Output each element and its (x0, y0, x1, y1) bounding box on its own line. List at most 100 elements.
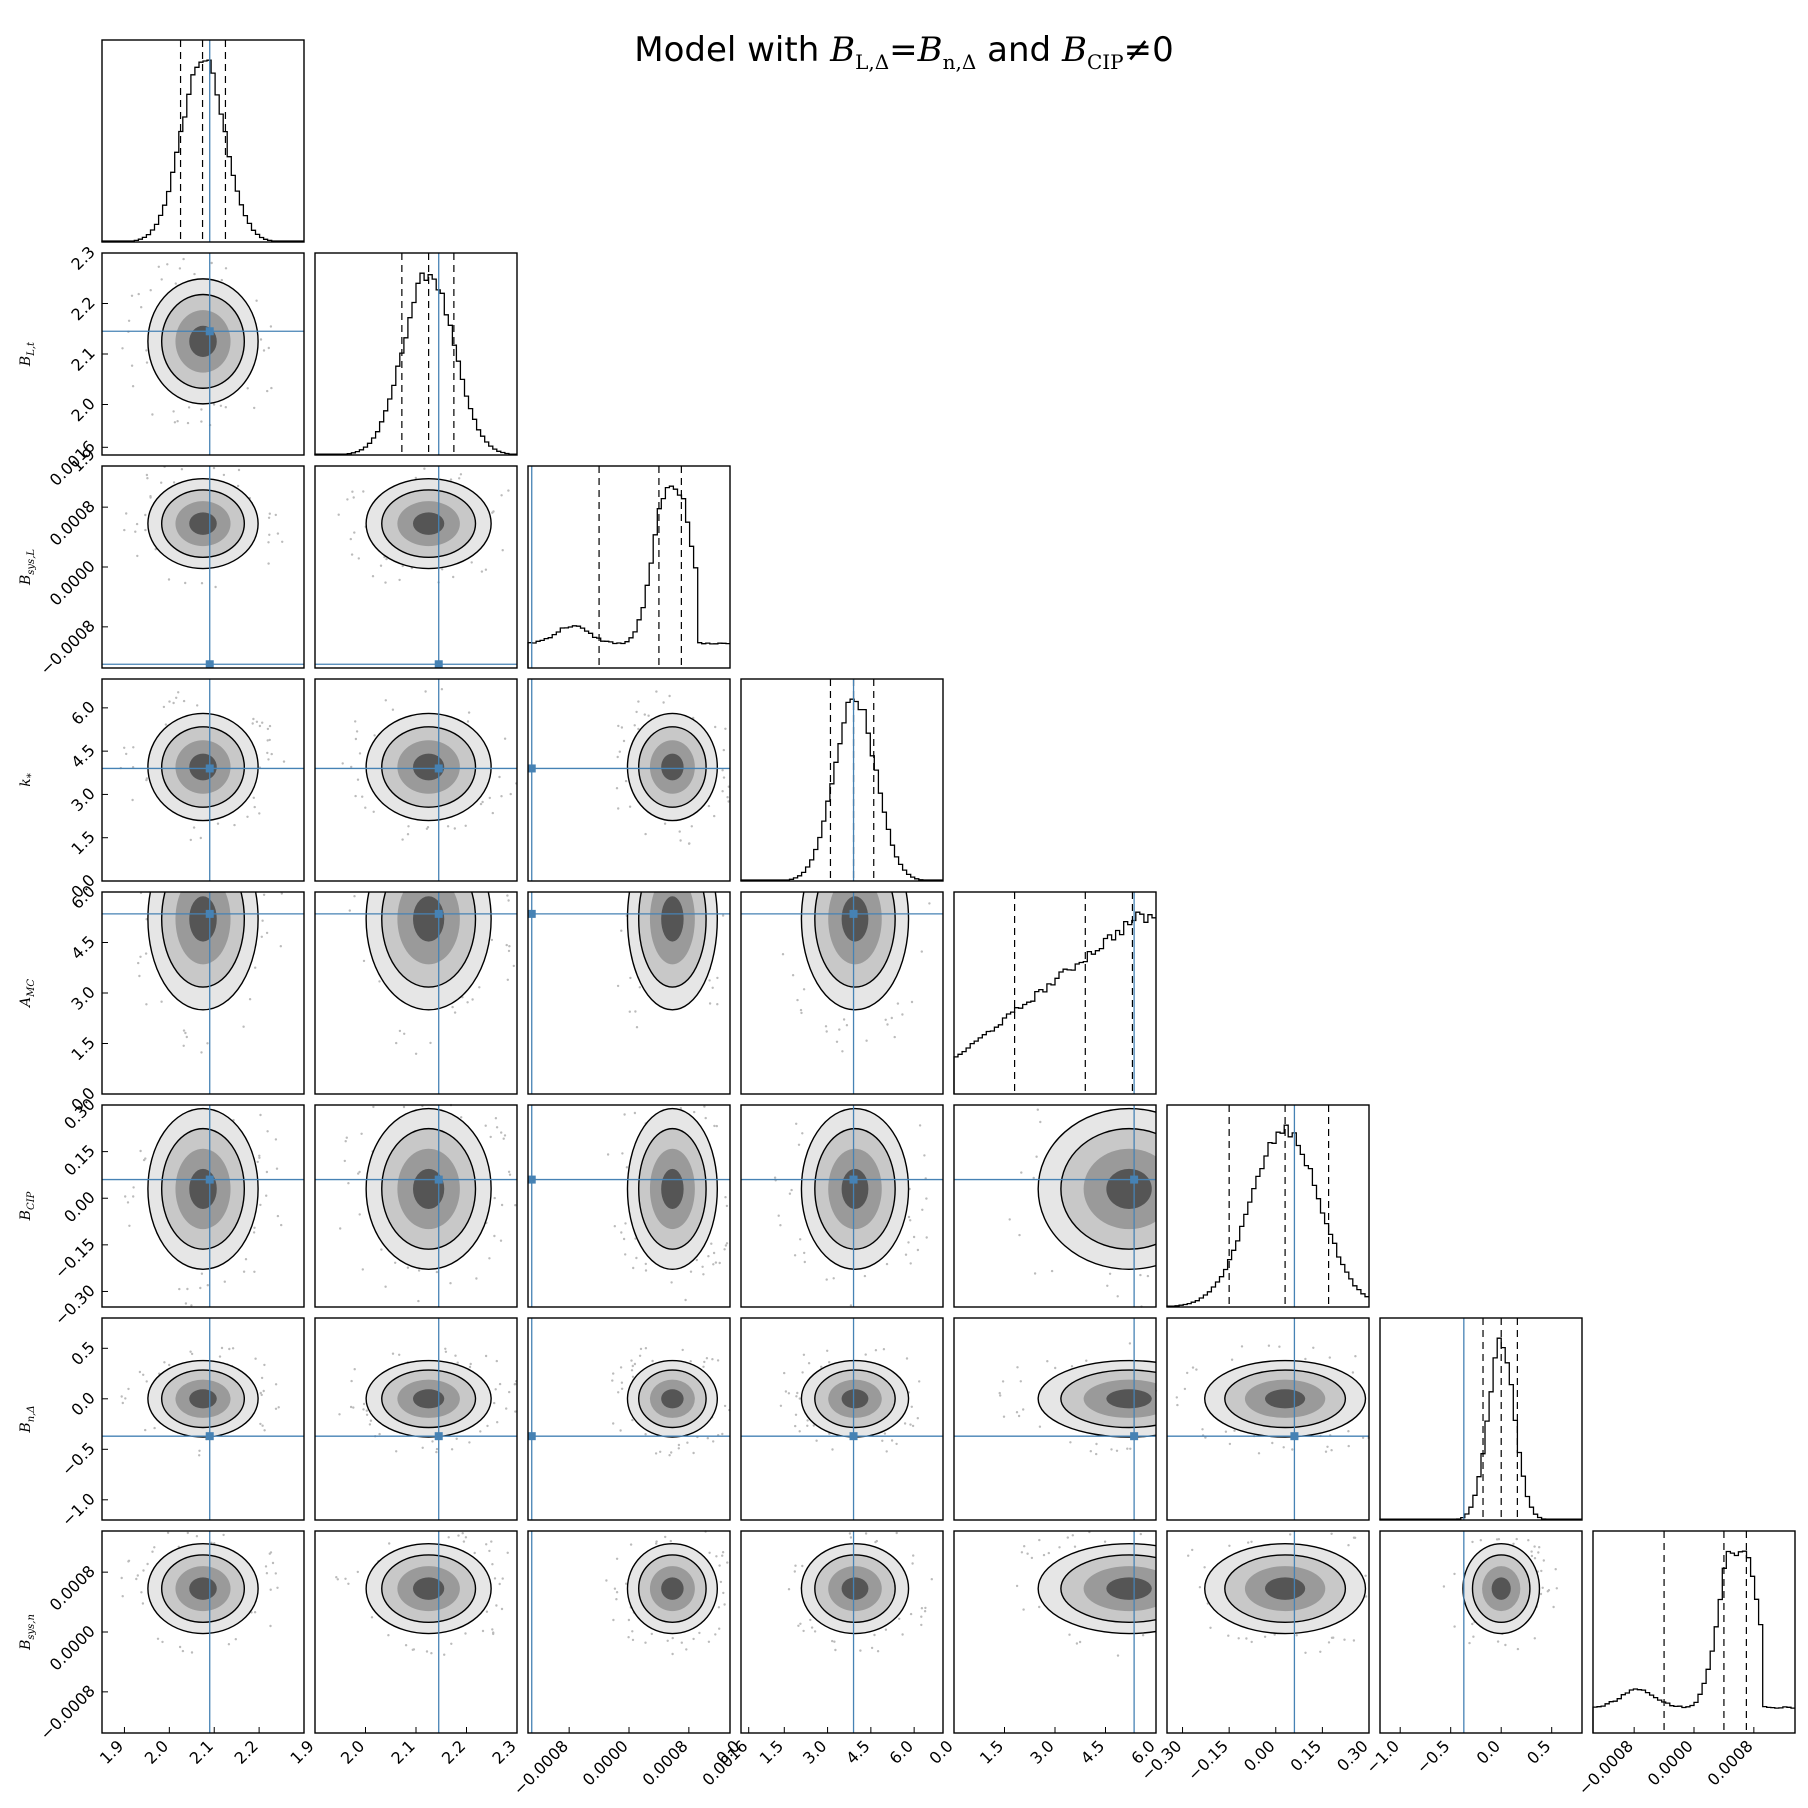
panel-frame (527, 465, 731, 669)
sample-point (222, 473, 226, 477)
density-7-6 (1462, 1542, 1541, 1635)
sample-point (132, 1186, 135, 1189)
sample-point (494, 1388, 497, 1391)
sample-point (145, 361, 149, 364)
sample-point (160, 278, 163, 281)
sample-point (424, 690, 427, 693)
sample-point (371, 575, 375, 578)
sample-point (267, 758, 270, 761)
sample-point (505, 943, 508, 947)
sample-point (831, 1448, 834, 1451)
sample-point (263, 1363, 266, 1367)
sample-point (480, 570, 484, 573)
sample-point (466, 1001, 469, 1004)
scatter-panel-6-0: −1.0−0.50.00.5Bn,Δ (18, 1317, 305, 1530)
sample-point (912, 1554, 915, 1557)
y-tick-label-2-2: 0.0008 (46, 497, 99, 550)
sample-point (687, 842, 691, 845)
sample-point (246, 815, 249, 818)
sample-point (1018, 1233, 1021, 1237)
x-tick-label-0-0: 1.9 (96, 1736, 127, 1767)
sample-point (1282, 1446, 1285, 1449)
sample-point (268, 512, 271, 515)
sample-point (669, 1539, 672, 1543)
y-axis-label-4: AMC (18, 979, 37, 1009)
sample-point (174, 282, 177, 285)
sample-point (1530, 1554, 1534, 1558)
sample-point (783, 1371, 786, 1375)
sample-point (685, 1648, 688, 1651)
sample-point (512, 964, 515, 968)
sample-point (233, 823, 236, 827)
sample-point (267, 541, 270, 544)
sample-point (1042, 1553, 1046, 1557)
sample-point (654, 1452, 658, 1455)
sample-point (269, 1624, 272, 1628)
y-axis-label-2: Bsys,L (18, 549, 37, 586)
sample-point (146, 477, 149, 480)
sample-point (137, 292, 140, 296)
sample-point (498, 1382, 502, 1386)
sample-point (403, 1032, 406, 1036)
sample-point (1069, 1441, 1072, 1444)
sample-point (779, 1404, 783, 1408)
sample-point (364, 806, 367, 809)
contour-level-3 (413, 1389, 445, 1409)
sample-point (620, 726, 624, 729)
sample-point (458, 477, 461, 480)
x-tick-label-1-0: 1.9 (286, 1736, 317, 1767)
sample-point (372, 1105, 375, 1109)
panel-frame (740, 1530, 944, 1734)
sample-point (1304, 1357, 1307, 1361)
sample-point (644, 1641, 647, 1644)
density-4-3 (800, 892, 910, 1011)
sample-point (635, 1026, 639, 1029)
sample-point (496, 1421, 499, 1424)
sample-point (1343, 1638, 1346, 1641)
sample-point (864, 1353, 867, 1356)
sample-point (467, 711, 471, 714)
sample-point (128, 1224, 131, 1228)
sample-point (1030, 1556, 1034, 1560)
sample-point (692, 1637, 695, 1641)
sample-point (622, 739, 626, 743)
sample-point (625, 1582, 628, 1585)
contour-level-3 (661, 896, 684, 942)
sample-point (388, 1542, 391, 1545)
sample-point (1068, 1633, 1071, 1636)
sample-point (206, 1042, 209, 1045)
truth-marker (205, 660, 214, 669)
sample-point (259, 338, 263, 341)
truth-marker (434, 660, 443, 669)
sample-point (802, 988, 806, 991)
sample-point (1263, 1635, 1267, 1639)
sample-point (206, 1284, 209, 1287)
sample-point (253, 1611, 257, 1614)
sample-point (335, 1576, 338, 1579)
sample-point (484, 568, 488, 571)
sample-point (629, 976, 632, 980)
sample-point (280, 892, 283, 895)
sample-point (620, 1381, 624, 1384)
sample-point (724, 1196, 727, 1199)
sample-point (182, 257, 185, 261)
sample-point (1295, 1634, 1298, 1637)
sample-point (1110, 1448, 1113, 1451)
contour-level-3 (189, 896, 217, 942)
x-tick-label-1-4: 2.3 (488, 1736, 519, 1767)
sample-point (1015, 1584, 1019, 1588)
sample-point (151, 1550, 154, 1553)
sample-point (459, 473, 463, 476)
scatter-panel-5-2 (527, 1104, 731, 1308)
sample-point (268, 738, 271, 742)
sample-point (712, 1263, 715, 1266)
sample-point (689, 1360, 692, 1363)
sample-point (167, 578, 171, 581)
x-tick-label-5-4: 0.30 (1333, 1736, 1372, 1775)
sample-point (447, 1536, 450, 1539)
sample-point (492, 1631, 495, 1634)
sample-point (354, 794, 357, 798)
sample-point (345, 1136, 348, 1139)
sample-point (1038, 1538, 1041, 1542)
sample-point (633, 1111, 637, 1115)
